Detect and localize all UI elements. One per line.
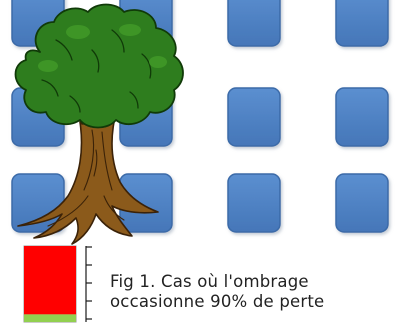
solar-panel <box>335 87 389 147</box>
caption-line-2: occasionne 90% de perte <box>110 292 325 311</box>
tree-icon <box>14 3 184 245</box>
caption-line-1: Fig 1. Cas où l'ombrage <box>110 272 309 291</box>
loss-fill <box>24 246 76 315</box>
solar-panel <box>227 173 281 233</box>
solar-panel <box>335 0 389 47</box>
solar-panel <box>227 87 281 147</box>
loss-gauge <box>23 245 92 323</box>
solar-panel <box>227 0 281 47</box>
remaining-fill <box>24 314 76 322</box>
figure-caption: Fig 1. Cas où l'ombrage occasionne 90% d… <box>110 272 400 312</box>
solar-panel <box>335 173 389 233</box>
